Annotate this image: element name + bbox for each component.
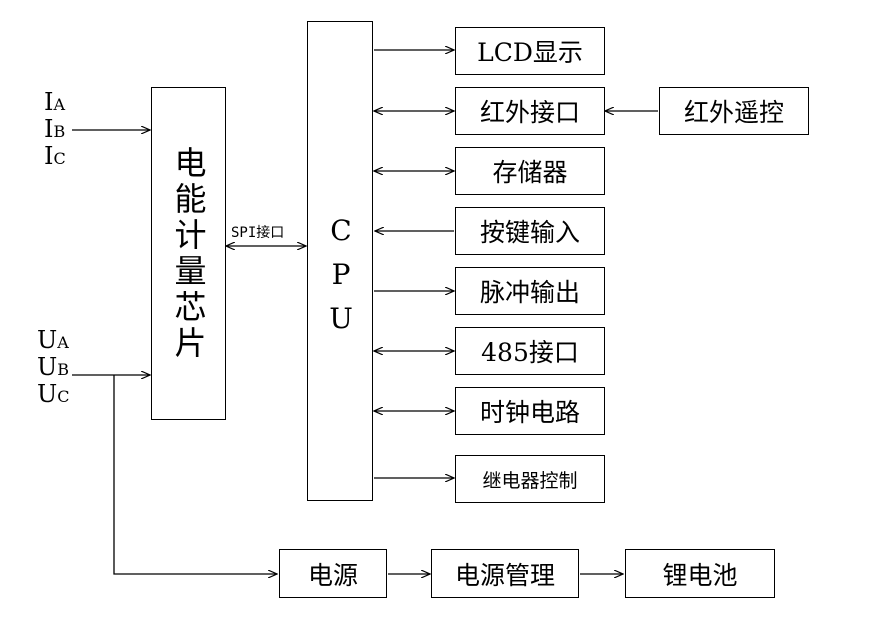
input-ua: UA: [37, 326, 69, 354]
key-input-block: 按键输入: [455, 207, 605, 255]
cpu-block: C P U: [307, 21, 373, 501]
power-feed-line: [113, 375, 277, 574]
storage-block: 存储器: [455, 147, 605, 195]
cpu-letter-p: P: [331, 258, 351, 291]
power-block: 电源: [279, 549, 387, 598]
pulse-output-block: 脉冲输出: [455, 267, 605, 315]
ir-remote-block: 红外遥控: [659, 87, 809, 135]
lcd-block: LCD显示: [455, 27, 605, 75]
clock-block: 时钟电路: [455, 387, 605, 435]
input-uc: UC: [37, 380, 70, 408]
relay-block: 继电器控制: [455, 455, 605, 503]
metering-chip-block: 电能计量芯片: [151, 87, 226, 420]
ir-interface-block: 红外接口: [455, 87, 605, 135]
cpu-letter-c: C: [330, 214, 352, 247]
input-ib: IB: [44, 115, 66, 143]
input-ic: IC: [44, 142, 66, 170]
spi-label: SPI接口: [231, 225, 285, 241]
battery-block: 锂电池: [625, 549, 775, 598]
cpu-letter-u: U: [329, 302, 353, 335]
power-mgmt-block: 电源管理: [431, 549, 579, 598]
rs485-block: 485接口: [455, 327, 605, 375]
input-ub: UB: [37, 353, 69, 381]
input-ia: IA: [44, 88, 66, 116]
metering-chip-label: 电能计量芯片: [169, 145, 208, 362]
